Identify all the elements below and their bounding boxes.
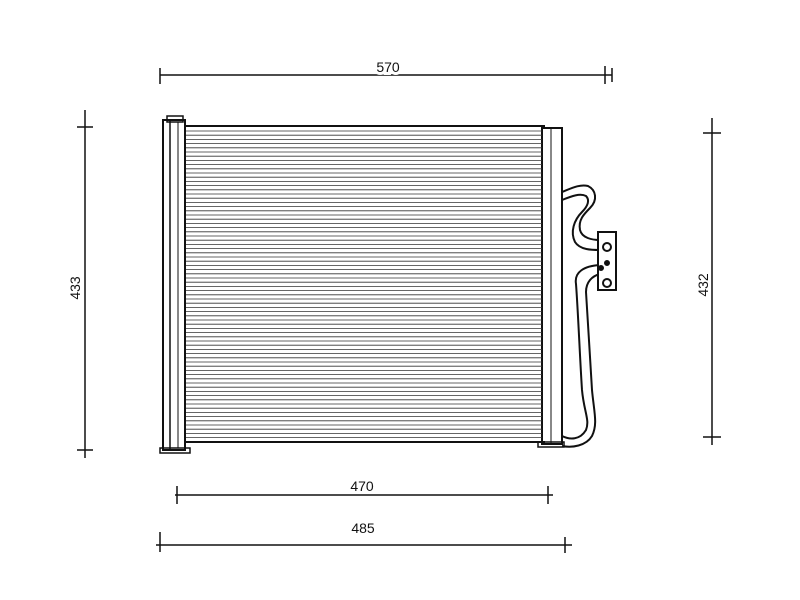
dimension-label-433: 433 bbox=[67, 276, 83, 300]
dimension-label-432: 432 bbox=[695, 273, 711, 297]
dimension-top-width bbox=[159, 66, 613, 84]
pipe-fitting-block bbox=[597, 231, 617, 291]
condenser-body bbox=[159, 115, 565, 454]
dimension-right-height bbox=[703, 118, 721, 445]
dimension-label-485: 485 bbox=[351, 520, 375, 536]
dimension-label-570: 570 bbox=[376, 59, 400, 75]
dimension-overall-width bbox=[156, 532, 572, 553]
right-tank bbox=[541, 127, 563, 445]
condenser-fins bbox=[186, 130, 542, 439]
dimension-left-height bbox=[77, 110, 93, 458]
refrigerant-pipes bbox=[561, 184, 601, 448]
dimension-label-470: 470 bbox=[350, 478, 374, 494]
dimension-core-width bbox=[175, 486, 553, 504]
left-tank bbox=[162, 119, 186, 451]
